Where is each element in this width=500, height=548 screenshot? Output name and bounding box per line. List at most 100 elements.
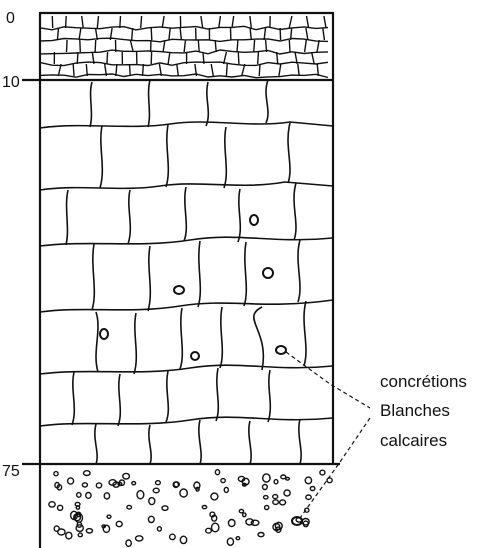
- concretion-dot: [107, 515, 111, 518]
- block-edge: [148, 80, 150, 127]
- fine-structure-edge: [219, 16, 221, 28]
- fine-structure-edge: [201, 16, 203, 28]
- concretion-nodule: [100, 329, 108, 339]
- concretion-dot: [320, 470, 325, 475]
- fine-structure-edge: [169, 28, 170, 40]
- concretion-dot: [236, 537, 240, 540]
- concretion-dot: [78, 533, 82, 537]
- block-row-line: [40, 417, 333, 426]
- fine-structure-edge: [82, 16, 84, 28]
- concretion-dot: [156, 481, 161, 485]
- concretion-dot: [202, 506, 206, 509]
- concretion-nodule: [276, 346, 286, 354]
- fine-structure-edge: [198, 40, 199, 52]
- fine-structure-edge: [266, 40, 267, 52]
- concretion-dot: [136, 536, 143, 541]
- fine-structure-line: [40, 74, 328, 78]
- concretion-dot: [273, 500, 279, 505]
- fine-structure-edge: [184, 40, 185, 52]
- fine-structure-edge: [279, 64, 281, 76]
- fine-structure-edge: [324, 16, 326, 28]
- fine-structure-edge: [180, 28, 181, 40]
- block-edge: [92, 244, 94, 310]
- concretion-nodule: [263, 268, 273, 278]
- fine-structure-edge: [298, 64, 299, 76]
- fine-structure-edge: [130, 64, 131, 76]
- concretion-dot: [58, 529, 65, 535]
- annotation-line-1: concrétions: [380, 372, 467, 391]
- fine-structure-edge: [77, 52, 78, 64]
- fine-structure-edge: [254, 40, 255, 52]
- concretion-nodule: [191, 352, 199, 360]
- fine-structure-edge: [224, 52, 227, 64]
- block-edge: [166, 371, 168, 422]
- fine-structure-edge: [79, 28, 81, 40]
- block-edge: [294, 183, 296, 240]
- concretion-dot: [239, 509, 243, 512]
- concretion-dot: [66, 532, 72, 539]
- concretion-dot: [162, 506, 168, 511]
- concretion-dot: [116, 521, 122, 526]
- fine-structure-edge: [307, 16, 309, 28]
- fine-structure-edge: [86, 64, 87, 76]
- concretion-dot: [281, 475, 286, 479]
- leader-line-lower: [300, 418, 370, 518]
- fine-structure-edge: [177, 64, 179, 76]
- concretion-dot: [305, 477, 311, 484]
- top-horizon-fine-structure: [40, 16, 328, 78]
- depth-label-75: 75: [2, 463, 20, 480]
- fine-structure-edge: [67, 40, 68, 52]
- concretion-dot: [243, 513, 246, 517]
- middle-horizon-prismatic-structure: [40, 80, 333, 464]
- block-row-line: [40, 365, 333, 374]
- fine-structure-edge: [289, 40, 290, 52]
- block-edge: [148, 246, 150, 311]
- concretion-dot: [212, 523, 219, 532]
- block-edge: [96, 312, 98, 372]
- fine-structure-edge: [66, 16, 67, 28]
- fine-structure-edge: [312, 52, 315, 64]
- concretion-dot: [137, 491, 144, 499]
- depth-label-0: 0: [6, 10, 15, 27]
- fine-structure-edge: [238, 52, 239, 64]
- concretion-dot: [84, 471, 91, 476]
- block-row-line: [40, 300, 333, 312]
- fine-structure-edge: [258, 52, 259, 64]
- concretion-dot: [211, 493, 218, 500]
- fine-structure-edge: [57, 28, 58, 40]
- block-edge: [166, 125, 168, 187]
- concretion-dot: [86, 529, 92, 533]
- fine-structure-edge: [203, 52, 204, 64]
- concretion-dot: [104, 493, 109, 499]
- concretion-dot: [149, 498, 155, 505]
- block-edge: [224, 127, 226, 188]
- block-row-line: [40, 182, 333, 190]
- fine-structure-edge: [280, 28, 281, 40]
- concretion-dot: [224, 487, 228, 492]
- block-edge: [304, 301, 306, 366]
- concretion-dot: [153, 488, 159, 493]
- concretion-dot: [180, 536, 186, 543]
- concretion-dot: [103, 525, 109, 532]
- annotation-line-2: Blanches: [380, 401, 450, 420]
- block-edge: [90, 82, 92, 127]
- fine-structure-edge: [95, 40, 96, 52]
- concretion-dot: [215, 470, 219, 475]
- concretion-dot: [306, 495, 311, 499]
- fine-structure-edge: [168, 52, 170, 64]
- concretion-dot: [263, 485, 268, 490]
- fine-structure-edge: [97, 16, 98, 28]
- fine-structure-edge: [120, 16, 121, 28]
- concretion-dot: [264, 496, 268, 499]
- fine-structure-edge: [151, 28, 152, 40]
- fine-structure-edge: [232, 16, 234, 28]
- fine-structure-edge: [250, 16, 251, 28]
- block-edge: [72, 372, 74, 425]
- concretion-dot: [54, 472, 58, 476]
- concretion-nodule: [250, 215, 258, 225]
- concretion-dot: [180, 489, 187, 497]
- block-edge: [149, 425, 151, 464]
- concretion-dot: [265, 505, 269, 509]
- fine-structure-edge: [289, 16, 292, 28]
